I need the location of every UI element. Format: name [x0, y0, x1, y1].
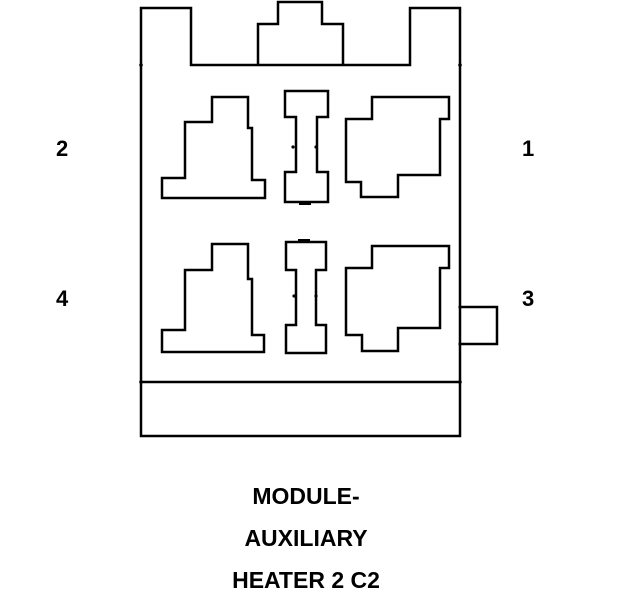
key-mark [314, 294, 318, 298]
cavity-pin-2 [160, 95, 267, 200]
key-mark [314, 145, 318, 149]
pin-label-3: 3 [522, 286, 535, 311]
pin-label-2: 2 [56, 136, 69, 161]
corner-dot [458, 342, 462, 346]
key-mark [299, 201, 311, 205]
cavity-pin-1 [344, 95, 451, 199]
corner-dot [458, 63, 462, 67]
corner-dot [139, 380, 143, 384]
caption-line-2: AUXILIARY [244, 525, 368, 551]
key-mark [298, 239, 310, 243]
pin-label-1: 1 [522, 136, 535, 161]
caption-line-1: MODULE- [252, 483, 360, 509]
pin-label-4: 4 [56, 286, 69, 311]
key-mark [292, 294, 296, 298]
corner-dot [458, 380, 462, 384]
corner-dot [458, 305, 462, 309]
caption-line-3: HEATER 2 C2 [232, 567, 380, 593]
cavity-pin-3 [344, 244, 451, 353]
center-key-bottom [284, 240, 328, 355]
cavity-pin-4 [160, 242, 266, 354]
connector-side-latch [460, 305, 499, 346]
connector-body-outline [139, 6, 462, 438]
corner-dot [139, 63, 143, 67]
key-mark [291, 145, 295, 149]
center-key-top [283, 89, 330, 204]
connector-top-tab [256, 0, 345, 65]
